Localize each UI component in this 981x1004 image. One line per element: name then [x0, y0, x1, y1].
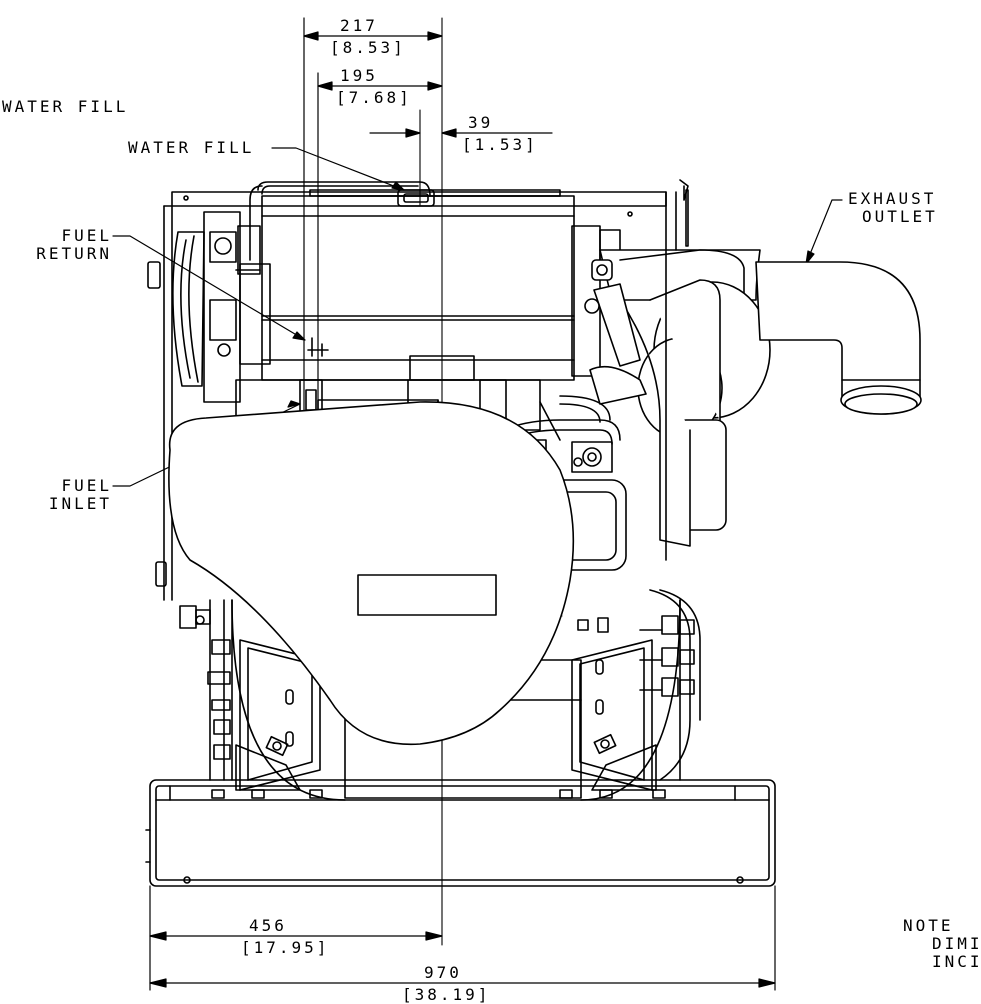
dimension-39: [370, 129, 552, 137]
fuel-inlet-label-line2: INLET: [48, 494, 112, 513]
air-cleaner-label: [358, 575, 496, 615]
exhaust-outlet-label-line1: EXHAUST: [848, 189, 937, 208]
base-skid: [146, 780, 775, 886]
water-fill-label: WATER FILL: [128, 138, 255, 157]
dimension-217: [304, 18, 442, 420]
valve-cover: [240, 182, 620, 420]
alternator-pulley: [173, 212, 260, 402]
dim-456-mm: 456: [249, 916, 287, 935]
fuel-return-label-line1: FUEL: [61, 226, 112, 245]
turbocharger: [585, 260, 770, 546]
dim-195-mm: 195: [340, 66, 378, 85]
dim-970-mm: 970: [424, 963, 462, 982]
dim-39-in: [1.53]: [462, 135, 538, 154]
right-mount: [572, 618, 656, 790]
dim-217-in: [8.53]: [330, 38, 406, 57]
left-fittings: [180, 600, 230, 780]
water-fill-edge-label: WATER FILL: [2, 97, 129, 116]
dim-456-in: [17.95]: [241, 938, 330, 957]
exhaust-outlet-label-line2: OUTLET: [862, 207, 938, 226]
left-mount: [236, 640, 320, 790]
right-frame: [666, 180, 688, 560]
note-line1: NOTE: [903, 916, 954, 935]
note-line3: INCI: [932, 952, 981, 971]
fuel-inlet-label-line1: FUEL: [61, 476, 112, 495]
base-bolts: [212, 790, 665, 798]
dim-970-in: [38.19]: [402, 985, 491, 1004]
fuel-return-label-line2: RETURN: [36, 244, 112, 263]
note-line2: DIMI: [932, 934, 981, 953]
dim-39-mm: 39: [468, 113, 494, 132]
air-cleaner-cover: [169, 402, 573, 744]
dim-195-in: [7.68]: [336, 88, 412, 107]
dim-217-mm: 217: [340, 16, 378, 35]
dimension-970: [150, 886, 775, 990]
right-fittings: [640, 590, 700, 780]
left-frame: [148, 192, 666, 600]
exhaust-outlet-elbow: [756, 262, 921, 414]
dimension-456: [150, 886, 442, 990]
dimension-195: [318, 73, 442, 420]
